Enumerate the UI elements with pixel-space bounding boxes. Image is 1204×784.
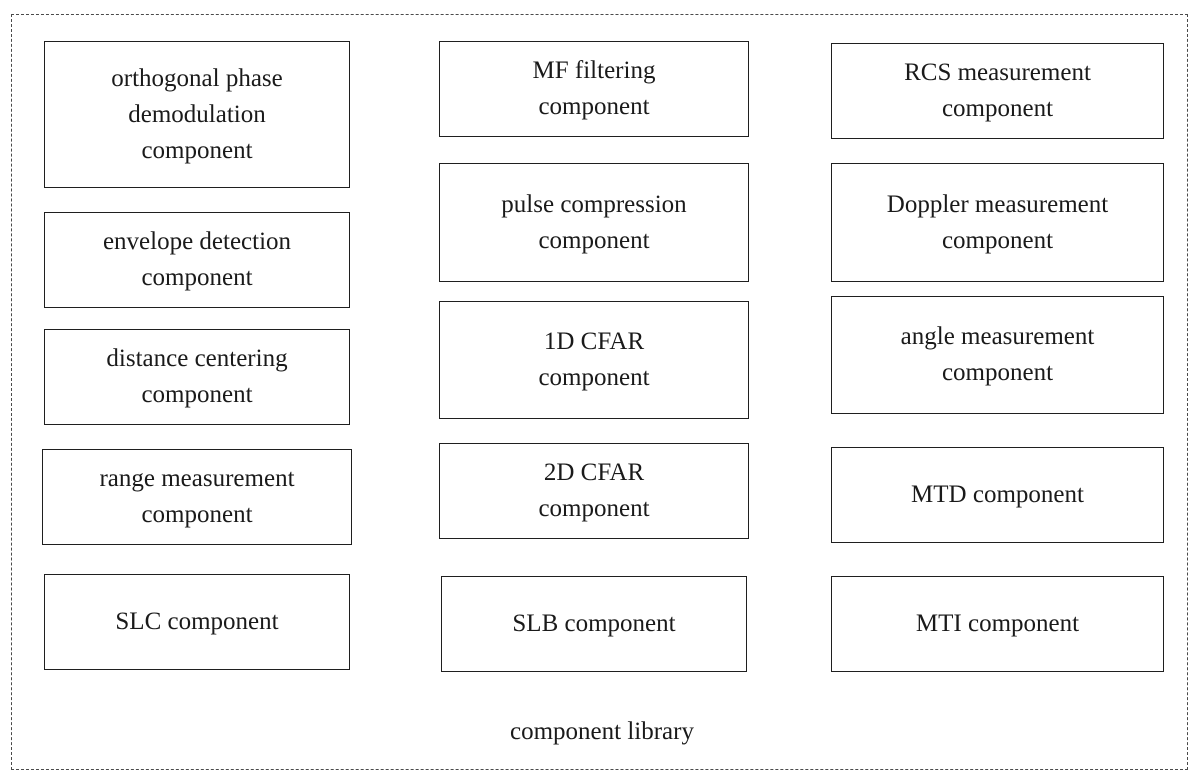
mf-filtering-component-box: MF filtering component: [439, 41, 749, 137]
box-label: SLC component: [115, 604, 278, 640]
box-label-line: SLB component: [512, 610, 676, 637]
box-label-line: RCS measurement: [904, 59, 1091, 86]
box-label-line: MTI component: [915, 610, 1080, 637]
box-label-line: demodulation: [128, 100, 266, 128]
component-library-caption: component library: [510, 718, 694, 745]
box-label-line: component: [941, 226, 1054, 254]
1d-cfar-component-box: 1D CFAR component: [439, 301, 749, 419]
box-label: SLB component: [512, 606, 675, 642]
pulse-compression-component-box: pulse compression component: [439, 163, 749, 282]
slb-component-box: SLB component: [441, 576, 747, 672]
box-label-line: component: [141, 381, 253, 408]
box-label: Doppler measurement component: [887, 187, 1108, 259]
box-label-line: component: [141, 136, 253, 164]
box-label-line: component: [941, 359, 1054, 386]
box-label: MTD component: [911, 477, 1084, 513]
box-label-line: envelope detection: [102, 228, 292, 255]
box-label-line: range measurement: [99, 465, 295, 492]
box-label-line: pulse compression: [501, 190, 687, 218]
orthogonal-phase-demodulation-component-box: orthogonal phase demodulation component: [44, 41, 350, 188]
angle-measurement-component-box: angle measurement component: [831, 296, 1164, 414]
box-label: 1D CFAR component: [538, 324, 649, 396]
box-label: RCS measurement component: [904, 55, 1091, 127]
box-label-line: angle measurement: [900, 323, 1095, 350]
slc-component-box: SLC component: [44, 574, 350, 670]
box-label-line: 2D CFAR: [543, 459, 645, 486]
mti-component-box: MTI component: [831, 576, 1164, 672]
box-label: MF filtering component: [533, 53, 656, 125]
box-label: orthogonal phase demodulation component: [111, 61, 282, 169]
box-label: pulse compression component: [501, 187, 686, 259]
box-label-line: SLC component: [115, 608, 279, 635]
box-label-line: 1D CFAR: [543, 328, 645, 355]
box-label-line: component: [538, 93, 650, 120]
component-library-frame: [11, 14, 1188, 770]
mtd-component-box: MTD component: [831, 447, 1164, 543]
box-label-line: Doppler measurement: [886, 190, 1109, 218]
envelope-detection-component-box: envelope detection component: [44, 212, 350, 308]
box-label-line: component: [141, 264, 253, 291]
box-label-line: component: [538, 226, 650, 254]
2d-cfar-component-box: 2D CFAR component: [439, 443, 749, 539]
box-label: envelope detection component: [103, 224, 291, 296]
box-label: angle measurement component: [901, 319, 1095, 391]
box-label-line: distance centering: [106, 345, 288, 372]
box-label: range measurement component: [99, 461, 294, 533]
box-label-line: component: [941, 95, 1054, 122]
box-label: distance centering component: [106, 341, 287, 413]
box-label-line: component: [538, 495, 650, 522]
range-measurement-component-box: range measurement component: [42, 449, 352, 545]
doppler-measurement-component-box: Doppler measurement component: [831, 163, 1164, 282]
box-label-line: MTD component: [911, 481, 1084, 508]
box-label-line: orthogonal phase: [111, 64, 283, 92]
box-label: MTI component: [916, 606, 1079, 642]
rcs-measurement-component-box: RCS measurement component: [831, 43, 1164, 139]
box-label-line: component: [538, 364, 650, 391]
box-label: 2D CFAR component: [538, 455, 649, 527]
distance-centering-component-box: distance centering component: [44, 329, 350, 425]
box-label-line: component: [141, 501, 253, 528]
box-label-line: MF filtering: [532, 57, 656, 84]
